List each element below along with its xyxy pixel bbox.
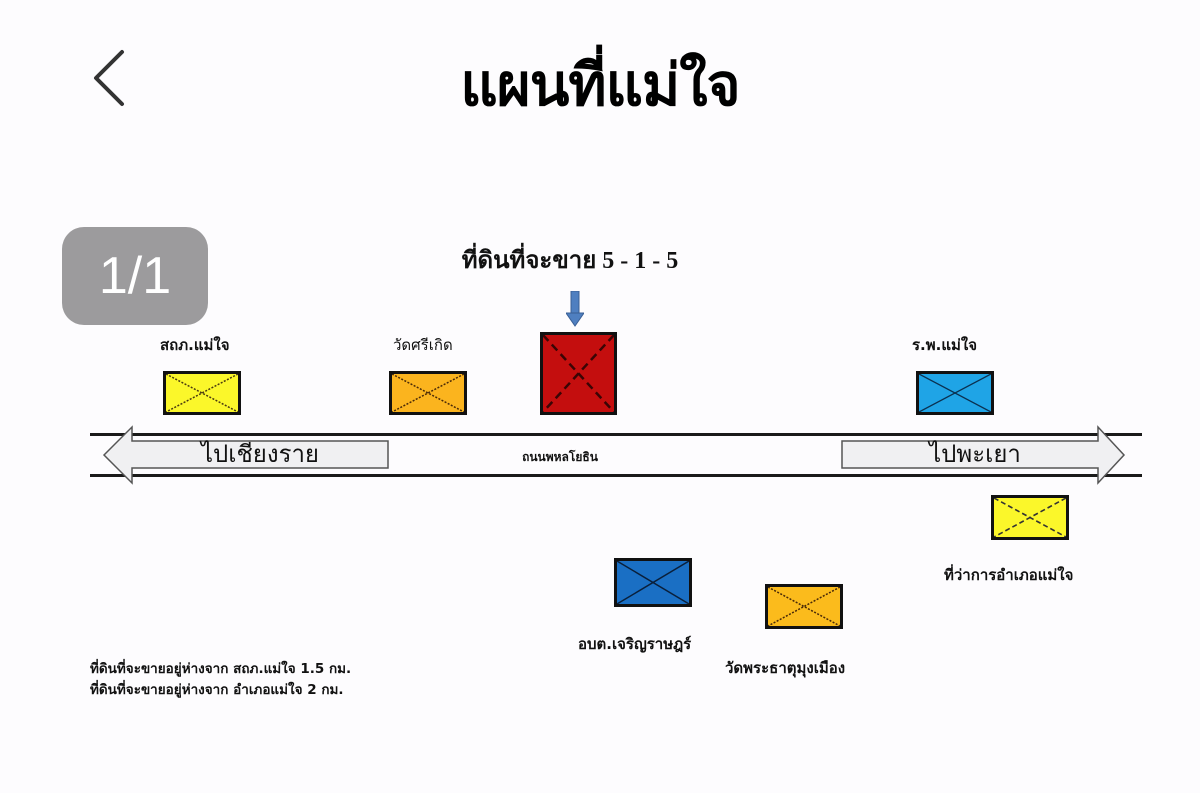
road-edge-top xyxy=(90,433,1142,436)
sao-label: อบต.เจริญราษฎร์ xyxy=(578,635,692,653)
back-button[interactable] xyxy=(82,44,142,114)
district-office-label: ที่ว่าการอำเภอแม่ใจ xyxy=(944,566,1074,584)
police-station-marker xyxy=(163,371,241,415)
hospital-marker xyxy=(916,371,994,415)
temple-sri-koed-label: วัดศรีเกิด xyxy=(393,336,453,354)
road-name: ถนนพหลโยธิน xyxy=(522,450,598,464)
page-counter-badge: 1/1 xyxy=(62,227,208,325)
direction-chiang-rai: ไปเชียงราย xyxy=(200,440,319,468)
road-edge-bottom xyxy=(90,474,1142,477)
arrow-left-icon xyxy=(102,425,389,485)
hospital-label: ร.พ.แม่ใจ xyxy=(912,336,978,354)
land-for-sale-plot xyxy=(540,332,617,415)
distance-note-1: ที่ดินที่จะขายอยู่ห่างจาก สถภ.แม่ใจ 1.5 … xyxy=(90,661,352,677)
chevron-left-icon xyxy=(94,50,124,106)
arrow-right-icon xyxy=(841,425,1126,485)
direction-phayao: ไปพะเยา xyxy=(929,440,1021,468)
temple-phra-that-marker xyxy=(765,584,843,629)
district-office-marker xyxy=(991,495,1069,540)
down-arrow-icon xyxy=(566,291,584,327)
temple-sri-koed-marker xyxy=(389,371,467,415)
page-title: แผนที่แม่ใจ xyxy=(460,51,740,119)
distance-note-2: ที่ดินที่จะขายอยู่ห่างจาก อำเภอแม่ใจ 2 ก… xyxy=(90,682,344,698)
temple-phra-that-label: วัดพระธาตุมุงเมือง xyxy=(725,659,846,677)
sao-marker xyxy=(614,558,692,607)
police-station-label: สถภ.แม่ใจ xyxy=(160,336,230,354)
map-title: ที่ดินที่จะขาย 5 - 1 - 5 xyxy=(461,248,679,274)
